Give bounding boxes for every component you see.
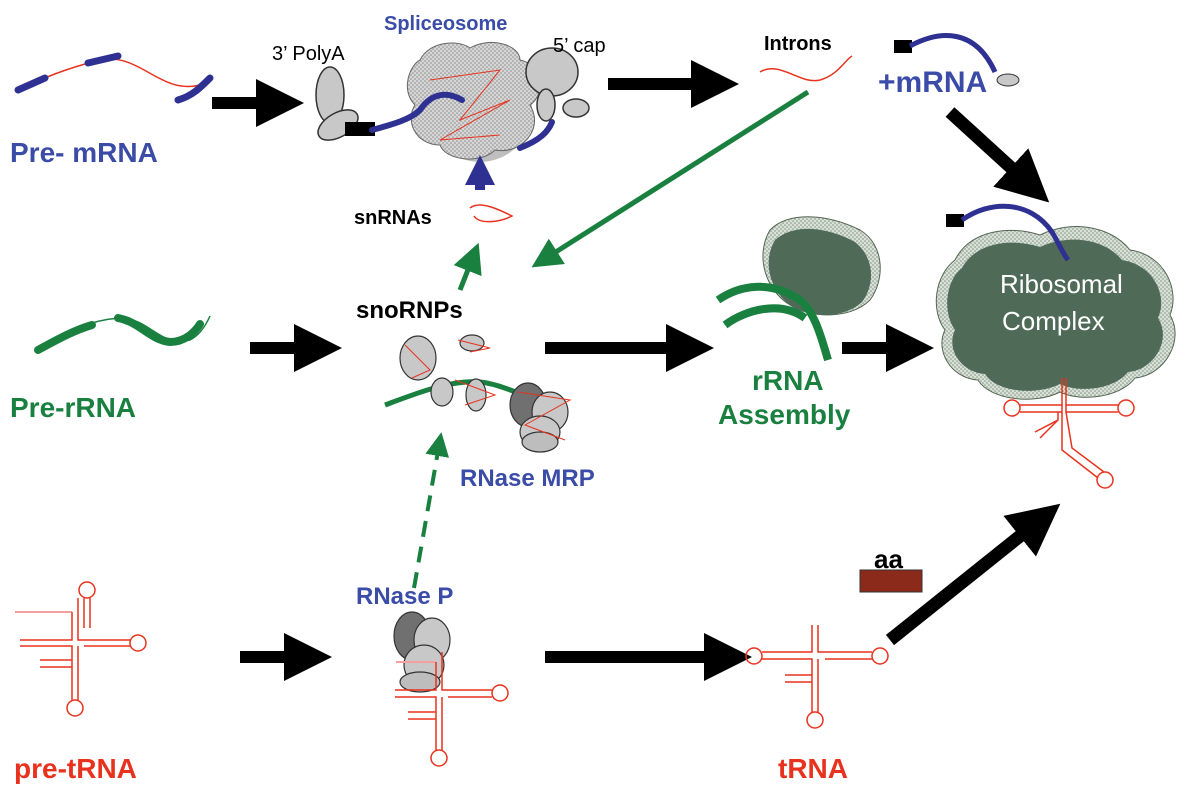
label-introns: Introns (764, 33, 832, 55)
label-complex: Complex (1002, 306, 1105, 336)
label-mrna: +mRNA (878, 66, 987, 99)
label-polya: 3’ PolyA (272, 43, 345, 65)
ribosome-trna-cloverleaf (1003, 378, 1135, 489)
rnase-p-particle (393, 611, 509, 767)
amino-acid-block (859, 569, 923, 593)
label-pre-trna: pre-tRNA (14, 753, 137, 784)
arrow-introns-to-snornps (531, 89, 810, 268)
ribosomal-complex-graphic (935, 203, 1176, 400)
label-pre-mrna: Pre- mRNA (10, 137, 158, 168)
arrow-rnase-p-to-snornps (412, 432, 450, 589)
label-cap: 5’ cap (553, 35, 606, 57)
pre-rrna-strand (34, 314, 211, 354)
label-snrnas: snRNAs (354, 207, 432, 229)
mature-trna-cloverleaf (745, 625, 889, 729)
label-snornps: snoRNPs (356, 297, 463, 324)
mrna-product (894, 33, 1020, 87)
label-aa: aa (874, 544, 903, 574)
label-assembly: Assembly (718, 399, 851, 430)
snornp-particles (384, 334, 541, 412)
arrow-trna-to-ribosome (885, 503, 1061, 646)
label-pre-rrna: Pre-rRNA (10, 392, 136, 423)
pre-mrna-strand (14, 52, 214, 104)
label-rnase-p: RNase P (356, 583, 453, 610)
rnase-mrp-particle (509, 382, 572, 453)
pre-trna-cloverleaf (15, 581, 147, 717)
snrna-strand (469, 204, 514, 223)
arrow-mrna-to-ribosome (945, 107, 1050, 203)
rrna-assembly-graphic (715, 216, 881, 362)
label-rnase-mrp: RNase MRP (460, 465, 595, 492)
spliceosome-complex (369, 41, 590, 162)
label-ribosomal: Ribosomal (1000, 269, 1123, 299)
polya-factor (315, 66, 375, 141)
intron-strand (759, 55, 853, 82)
arrow-snornps-to-snrnas (453, 242, 482, 291)
label-spliceosome: Spliceosome (384, 13, 507, 35)
label-trna: tRNA (778, 753, 848, 784)
label-rrna: rRNA (752, 365, 824, 396)
